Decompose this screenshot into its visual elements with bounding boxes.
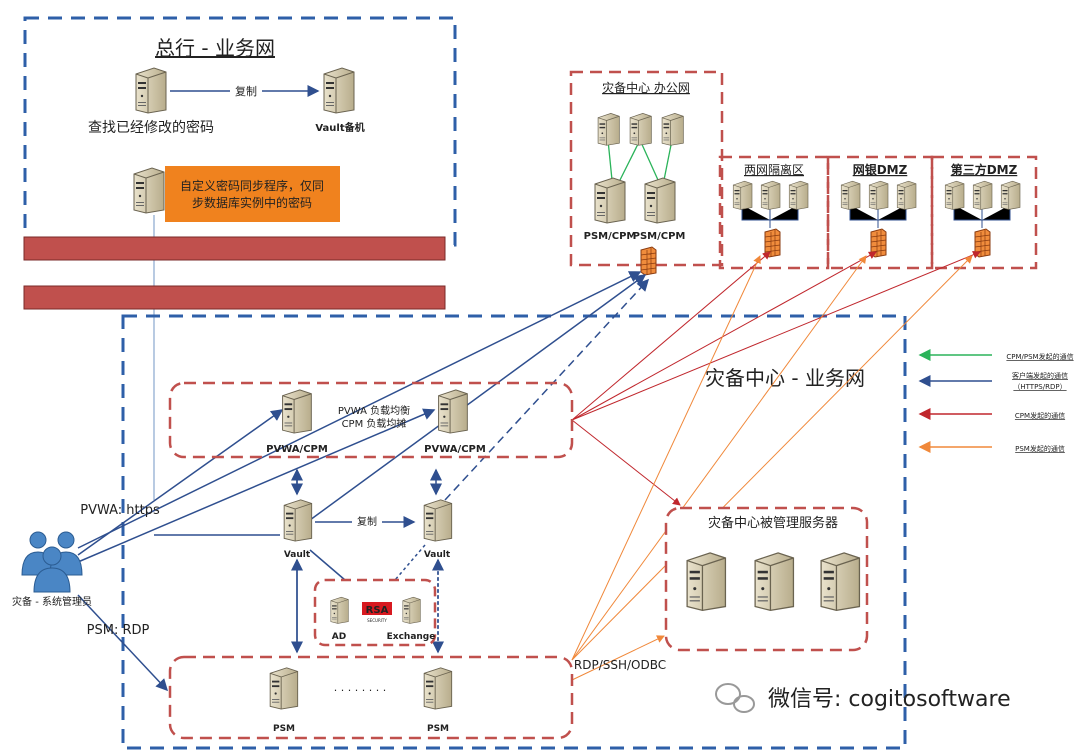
legend-green-label: CPM/PSM发起的通信 <box>1006 352 1073 361</box>
hq-network-boundary <box>23 16 457 247</box>
dr-business-boundary <box>121 314 907 750</box>
legend-blue-label: 客户端发起的通信 <box>1012 371 1068 380</box>
pvwa-cpm-label-2: PVWA/CPM <box>424 444 486 455</box>
psm-label-2: PSM <box>427 724 449 734</box>
psm-cpm-server-icon <box>644 177 676 224</box>
psm-cpm-server-icon <box>594 177 626 224</box>
managed-web-server-icon <box>820 552 861 612</box>
dr-office-title: 灾备中心 办公网 <box>602 80 690 95</box>
vault-server-icon <box>283 499 313 542</box>
protocols-label: RDP/SSH/ODBC <box>574 658 666 672</box>
psm-rdp-label: PSM: RDP <box>87 623 150 638</box>
zone-title: 两网隔离区 <box>744 162 804 177</box>
sync-note-line2: 步数据库实例中的密码 <box>192 195 312 210</box>
vault-backup-label: Vault备机 <box>315 121 364 134</box>
psm-cpm-label-2: PSM/CPM <box>633 231 686 242</box>
office-server-icon <box>661 113 684 146</box>
zone-firewall-icon <box>870 228 887 258</box>
network-separator-bar-1 <box>23 236 446 261</box>
exchange-server-icon <box>402 596 421 624</box>
zone-ebank-dmz: 网银DMZ <box>826 155 934 270</box>
sync-note-line1: 自定义密码同步程序，仅同 <box>180 178 324 193</box>
ad-label: AD <box>332 632 346 642</box>
psm-communication-lines <box>571 255 973 681</box>
sync-note-box <box>165 166 340 222</box>
zone-servers <box>732 180 1021 210</box>
hq-vault-server-icon <box>135 67 167 114</box>
office-database-server-icon <box>629 113 652 146</box>
psm-group <box>168 655 574 740</box>
sync-server-icon <box>133 167 165 214</box>
legend-red-label: CPM发起的通信 <box>1015 411 1065 420</box>
hq-find-label: 查找已经修改的密码 <box>88 119 214 136</box>
legend-orange-label: PSM发起的通信 <box>1015 444 1065 453</box>
zone-thirdparty-dmz: 第三方DMZ <box>930 155 1038 270</box>
rsa-logo <box>362 602 392 615</box>
vault-replicate-label: 复制 <box>357 515 377 528</box>
hq-title: 总行 - 业务网 <box>155 36 275 60</box>
vault-backup-server-icon <box>323 67 355 114</box>
office-firewall-icon <box>640 246 657 276</box>
watermark: 微信号: cogitosoftware <box>768 687 1011 712</box>
pvwa-cpm-group <box>168 381 574 459</box>
network-separator-bar-2 <box>23 285 446 310</box>
admin-users-icon <box>21 531 83 593</box>
psm-dots: · · · · · · · · <box>334 684 386 697</box>
managed-server-icon <box>686 552 727 612</box>
ad-server-icon <box>330 596 349 624</box>
zone-firewall-icon <box>764 228 781 258</box>
load-balance-line2: CPM 负载均摊 <box>342 417 407 430</box>
pvwa-cpm-label-1: PVWA/CPM <box>266 444 328 455</box>
office-server-icon <box>597 113 620 146</box>
managed-database-server-icon <box>754 552 795 612</box>
pvwa-cpm-server-icon <box>282 389 312 434</box>
rsa-sub-text: SECURITY <box>367 618 387 623</box>
admin-label: 灾备 - 系统管理员 <box>12 595 92 608</box>
psm-server-icon <box>423 667 453 710</box>
zone-isolation: 两网隔离区 <box>718 155 830 270</box>
cpm-communication-lines <box>571 250 981 506</box>
zone-title: 网银DMZ <box>853 162 908 177</box>
pvwa-cpm-server-icon <box>438 389 468 434</box>
zone-title: 第三方DMZ <box>951 162 1018 177</box>
wechat-icon <box>715 683 755 713</box>
client-communication-lines <box>77 271 650 692</box>
vault-label-2: Vault <box>424 550 451 560</box>
legend-blue-label2: （HTTPS/RDP） <box>1013 383 1066 391</box>
load-balance-line1: PVWA 负载均衡 <box>338 404 410 417</box>
psm-label-1: PSM <box>273 724 295 734</box>
exchange-label: Exchange <box>387 632 436 642</box>
dr-business-title: 灾备中心 - 业务网 <box>705 366 865 390</box>
managed-servers-title: 灾备中心被管理服务器 <box>708 515 838 531</box>
psm-server-icon <box>269 667 299 710</box>
psm-cpm-label-1: PSM/CPM <box>584 231 637 242</box>
vault-server-icon <box>423 499 453 542</box>
rsa-logo-text: RSA <box>366 605 389 616</box>
legend: CPM/PSM发起的通信 客户端发起的通信 （HTTPS/RDP） CPM发起的… <box>918 349 1074 453</box>
pvwa-https-label: PVWA: https <box>80 503 160 518</box>
hq-replicate-label: 复制 <box>235 84 257 98</box>
vault-label-1: Vault <box>284 550 311 560</box>
